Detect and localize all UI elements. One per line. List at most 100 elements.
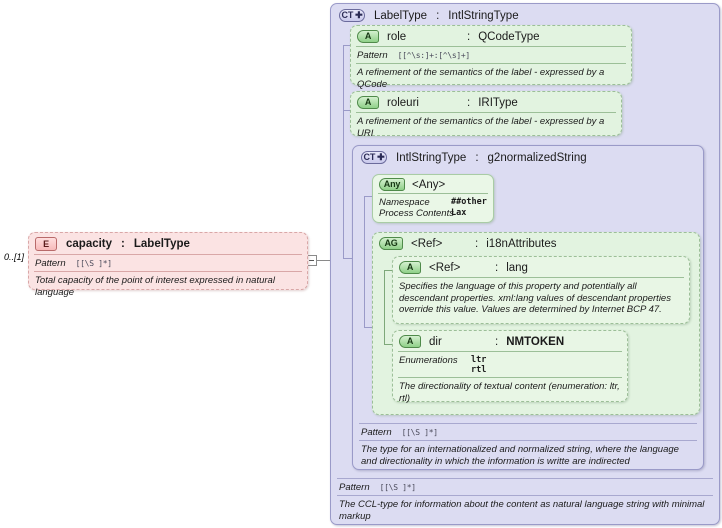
any-process-contents-value: Lax	[451, 208, 467, 218]
attribute-dir-enumeration-values: ltr rtl	[471, 355, 486, 375]
element-pattern-divider	[34, 271, 302, 272]
element-capacity-header: E capacity : LabelType	[29, 233, 307, 254]
labeltype-separator: :	[436, 9, 440, 22]
attribute-dir-description: The directionality of textual content (e…	[399, 381, 620, 404]
attribute-dir-header: A dir : NMTOKEN	[393, 331, 627, 351]
attribute-role-pattern-value: [[^\s:]+:[^\s]+]	[397, 51, 471, 60]
attribute-dir-separator: :	[495, 335, 499, 348]
attribute-roleuri-box[interactable]: A roleuri : IRIType A refinement of the …	[350, 91, 622, 139]
attribute-role-name: role	[387, 30, 407, 43]
attributegroup-type: i18nAttributes	[486, 237, 557, 250]
complextype-badge-text: CT	[341, 10, 354, 20]
attribute-badge: A	[357, 30, 379, 43]
attribute-roleuri-description: A refinement of the semantics of the lab…	[357, 116, 605, 139]
enumeration-value-rtl: rtl	[471, 365, 487, 375]
attributegroup-badge: AG	[379, 237, 403, 250]
attribute-role-box[interactable]: A role : QCodeType Pattern [[^\s:]+:[^\s…	[350, 25, 632, 90]
attributegroup-tree-branch-dir	[384, 344, 394, 345]
plus-icon: ✚	[355, 10, 363, 20]
labeltype-tree-branch-roleuri	[343, 110, 353, 111]
element-capacity-box[interactable]: E capacity : LabelType Pattern [[\S ]*] …	[28, 232, 308, 298]
any-badge: Any	[379, 178, 405, 191]
attribute-lang-name: <Ref>	[429, 261, 461, 274]
attributegroup-header: AG <Ref> : i18nAttributes	[373, 233, 699, 253]
attribute-badge: A	[399, 335, 421, 348]
plus-icon: ✚	[377, 152, 385, 162]
attribute-dir-type: NMTOKEN	[506, 335, 565, 348]
element-pattern-row: Pattern [[\S ]*]	[29, 255, 307, 271]
enumeration-value-ltr: ltr	[471, 355, 487, 365]
attribute-role-header-divider	[356, 46, 626, 47]
any-process-contents-row: Process Contents Lax	[373, 208, 493, 221]
attribute-dir-enumerations-label: Enumerations	[399, 355, 458, 366]
any-element-box[interactable]: Any <Any> Namespace ##other Process Cont…	[372, 174, 494, 223]
intlstringtype-type: g2normalizedString	[487, 151, 587, 164]
intlstringtype-description: The type for an internationalized and no…	[361, 444, 679, 467]
attribute-roleuri-header-divider	[356, 112, 616, 113]
any-name: <Any>	[412, 178, 446, 191]
attribute-roleuri-type: IRIType	[478, 96, 518, 109]
complextype-badge-text: CT	[363, 152, 376, 162]
attribute-badge: A	[357, 96, 379, 109]
attribute-roleuri-name: roleuri	[387, 96, 419, 109]
attribute-lang-box[interactable]: A <Ref> : lang Specifies the language of…	[392, 256, 690, 324]
labeltype-tree-vertical	[343, 45, 344, 258]
attribute-lang-header-divider	[398, 277, 684, 278]
attribute-role-description: A refinement of the semantics of the lab…	[357, 67, 605, 90]
element-name: capacity	[66, 238, 113, 250]
element-type-badge: E	[35, 237, 57, 251]
attribute-lang-type: lang	[506, 261, 528, 274]
attribute-lang-separator: :	[495, 261, 499, 274]
attributegroup-tree-branch-lang	[384, 270, 394, 271]
labeltype-type: IntlStringType	[448, 9, 519, 22]
attribute-dir-enumerations-row: Enumerations ltr rtl	[393, 352, 627, 377]
any-header: Any <Any>	[373, 175, 493, 193]
any-namespace-label: Namespace	[379, 197, 430, 208]
element-description: Total capacity of the point of interest …	[35, 275, 275, 298]
labeltype-footer: Pattern [[\S ]*] The CCL-type for inform…	[331, 478, 719, 524]
any-process-contents-label: Process Contents	[379, 208, 454, 219]
intlstringtype-name: IntlStringType	[396, 151, 467, 164]
attribute-dir-box[interactable]: A dir : NMTOKEN Enumerations ltr rtl The…	[392, 330, 628, 404]
attribute-role-type: QCodeType	[478, 30, 540, 43]
element-pattern-label: Pattern	[35, 258, 66, 269]
any-namespace-value: ##other	[451, 197, 487, 207]
complextype-badge: CT✚	[361, 151, 387, 164]
intlstringtype-pattern-label: Pattern	[361, 427, 392, 438]
labeltype-pattern-divider	[337, 495, 713, 496]
attribute-lang-description: Specifies the language of this property …	[399, 281, 671, 315]
attribute-role-pattern-divider	[356, 63, 626, 64]
attributegroup-separator: :	[475, 237, 479, 250]
labeltype-description: The CCL-type for information about the c…	[339, 499, 705, 522]
attribute-badge: A	[399, 261, 421, 274]
element-type: LabelType	[133, 238, 190, 250]
intlstringtype-pattern-divider	[359, 440, 697, 441]
intlstringtype-tree-branch-ag	[364, 327, 375, 328]
intlstringtype-separator: :	[475, 151, 479, 164]
any-namespace-row: Namespace ##other	[373, 194, 493, 208]
attribute-role-pattern-row: Pattern [[^\s:]+:[^\s]+]	[351, 47, 631, 63]
intlstringtype-tree-vertical	[364, 196, 365, 327]
any-header-divider	[378, 193, 488, 194]
cardinality-label: 0..[1]	[4, 252, 25, 262]
labeltype-pattern-row: Pattern [[\S ]*]	[331, 479, 719, 495]
attributegroup-tree-vertical	[384, 270, 385, 344]
attribute-role-header: A role : QCodeType	[351, 26, 631, 46]
labeltype-header: CT✚ LabelType : IntlStringType	[331, 4, 719, 25]
labeltype-name: LabelType	[374, 9, 428, 22]
element-pattern-value: [[\S ]*]	[75, 259, 112, 268]
connector-element-to-labeltype	[317, 260, 331, 261]
attribute-dir-name: dir	[429, 335, 442, 348]
attributegroup-name: <Ref>	[411, 237, 443, 250]
intlstringtype-pattern-value: [[\S ]*]	[401, 428, 438, 437]
intlstringtype-tree-branch-any	[364, 196, 375, 197]
complextype-badge: CT✚	[339, 9, 365, 22]
attribute-dir-enumerations-divider	[398, 377, 622, 378]
attribute-role-separator: :	[467, 30, 471, 43]
labeltype-footer-top-divider	[337, 478, 713, 479]
intlstringtype-pattern-row: Pattern [[\S ]*]	[353, 424, 703, 440]
labeltype-tree-branch-intlstringtype	[343, 258, 353, 259]
attribute-role-pattern-label: Pattern	[357, 50, 388, 61]
intlstringtype-footer-top-divider	[359, 423, 697, 424]
attribute-roleuri-separator: :	[467, 96, 471, 109]
